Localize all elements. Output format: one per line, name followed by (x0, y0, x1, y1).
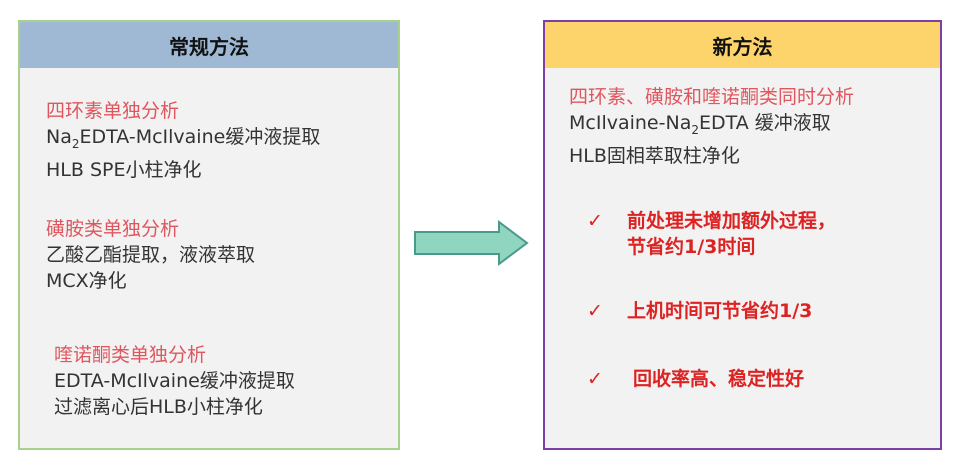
section-line: EDTA-McIlvaine缓冲液提取 (54, 370, 295, 392)
benefit-text: 上机时间可节省约1/3 (627, 300, 813, 322)
section-heading: 四环素、磺胺和喹诺酮类同时分析 (569, 86, 855, 108)
benefit-text: 回收率高、稳定性好 (633, 368, 805, 390)
section-heading: 四环素单独分析 (46, 100, 180, 122)
section-tetracycline: 四环素单独分析 Na2EDTA-McIlvaine缓冲液提取 HLB SPE小柱… (46, 98, 320, 183)
new-method-title: 新方法 (545, 22, 940, 68)
new-method-box: 新方法 四环素、磺胺和喹诺酮类同时分析 McIlvaine-Na2EDTA 缓冲… (543, 20, 942, 450)
section-line: McIlvaine-Na2EDTA 缓冲液取 (569, 112, 831, 137)
section-line: HLB固相萃取柱净化 (569, 144, 740, 167)
section-line: 过滤离心后HLB小柱净化 (54, 396, 263, 418)
section-heading: 磺胺类单独分析 (46, 218, 180, 240)
conventional-method-box: 常规方法 四环素单独分析 Na2EDTA-McIlvaine缓冲液提取 HLB … (18, 20, 400, 450)
section-sulfonamide: 磺胺类单独分析 乙酸乙酯提取，液液萃取 MCX净化 (46, 216, 255, 294)
check-icon: ✓ (587, 210, 603, 232)
section-line: Na2EDTA-McIlvaine缓冲液提取 (46, 126, 321, 151)
check-icon: ✓ (587, 300, 603, 322)
conventional-title: 常规方法 (20, 22, 398, 68)
new-method-description: 四环素、磺胺和喹诺酮类同时分析 McIlvaine-Na2EDTA 缓冲液取 H… (569, 84, 854, 169)
benefit-text: 前处理未增加额外过程， (627, 210, 837, 232)
section-quinolone: 喹诺酮类单独分析 EDTA-McIlvaine缓冲液提取 过滤离心后HLB小柱净… (54, 342, 295, 420)
section-line: HLB SPE小柱净化 (46, 158, 202, 181)
right-arrow-icon (414, 220, 529, 266)
section-heading: 喹诺酮类单独分析 (54, 344, 207, 366)
benefit-text: 节省约1/3时间 (627, 236, 756, 258)
check-icon: ✓ (587, 368, 603, 390)
section-line: MCX净化 (46, 270, 127, 292)
section-line: 乙酸乙酯提取，液液萃取 (46, 244, 256, 266)
